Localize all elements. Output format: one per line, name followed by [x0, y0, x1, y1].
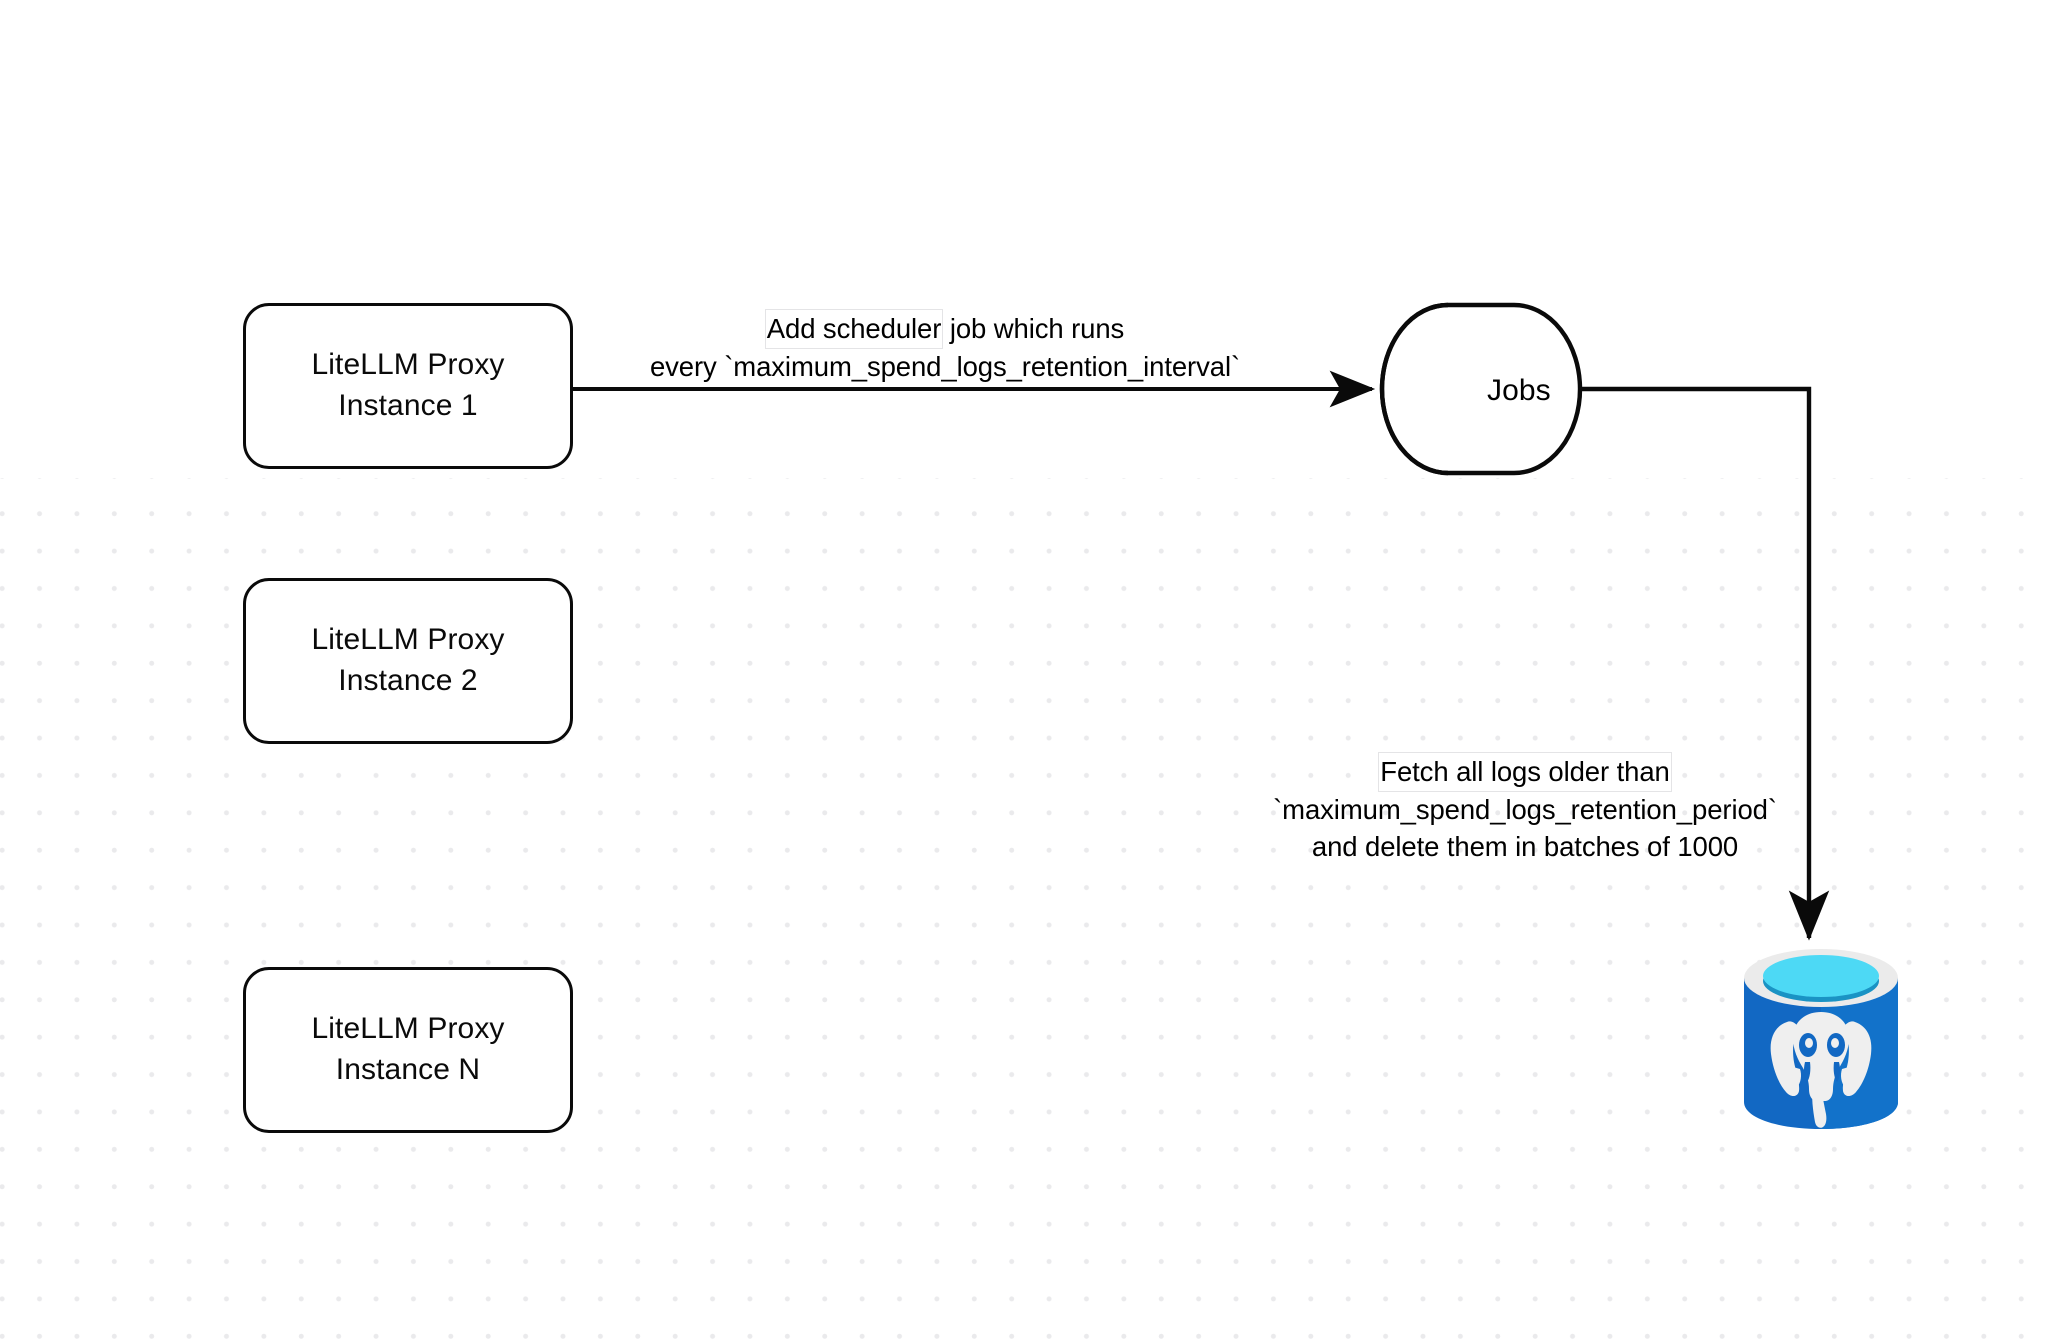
jobs-cylinder-label: Jobs — [1487, 374, 1551, 407]
postgresql-database-icon[interactable] — [1741, 946, 1901, 1132]
proxy-1-line1: LiteLLM Proxy — [311, 348, 505, 382]
proxy-2-line2: Instance 2 — [338, 664, 478, 697]
edge-label-2-line-2: `maximum_spend_logs_retention_period` — [1273, 793, 1777, 825]
edge-label-1-line-1: Add scheduler job which runs — [595, 310, 1295, 348]
edge-label-proxy1-to-jobs: Add scheduler job which runs every `maxi… — [595, 310, 1295, 385]
proxy-n-line2: Instance N — [335, 1053, 481, 1086]
edge-label-1-highlight: Add scheduler — [765, 310, 943, 348]
proxy-1-line2: Instance 1 — [338, 389, 478, 422]
connector-jobs-to-database — [1581, 386, 1830, 941]
edge-label-2-line-1: Fetch all logs older than — [1245, 753, 1805, 791]
jobs-cylinder-shape — [1379, 302, 1583, 476]
edge-label-2-line-3: and delete them in batches of 1000 — [1311, 831, 1739, 863]
edge-label-1-rest: job which runs — [942, 313, 1125, 344]
node-litellm-proxy-instance-2[interactable]: LiteLLM Proxy Instance 2 — [243, 578, 573, 744]
edge-label-2-highlight: Fetch all logs older than — [1379, 753, 1671, 791]
edge-label-1-line-2: every `maximum_spend_logs_retention_inte… — [649, 350, 1241, 382]
node-litellm-proxy-instance-1[interactable]: LiteLLM Proxy Instance 1 — [243, 303, 573, 469]
proxy-n-line1: LiteLLM Proxy — [311, 1012, 505, 1046]
proxy-2-line1: LiteLLM Proxy — [311, 623, 505, 657]
edge-label-jobs-to-database: Fetch all logs older than `maximum_spend… — [1245, 753, 1805, 866]
node-litellm-proxy-instance-n[interactable]: LiteLLM Proxy Instance N — [243, 967, 573, 1133]
